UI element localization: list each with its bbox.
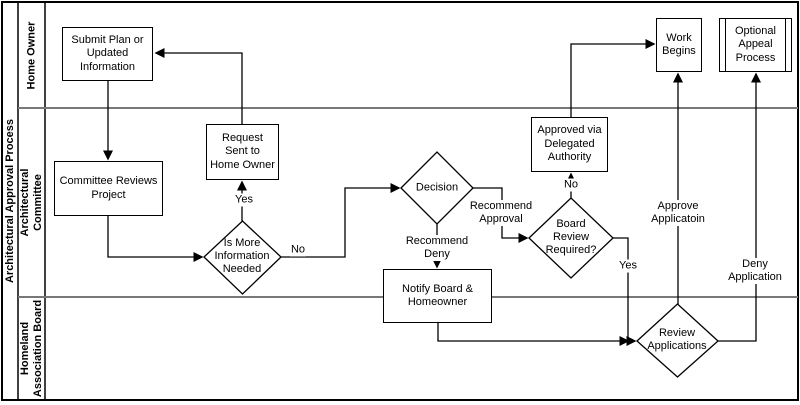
edge-review-deny-to-appeal (718, 72, 761, 342)
is-more-info-diamond (203, 220, 282, 295)
edge-approved-to-workbegins (570, 39, 656, 117)
review-applications-label: Review Applications (647, 326, 707, 352)
lane-label-homeland-board: Homeland Association Board (18, 297, 45, 400)
board-review-diamond (528, 197, 614, 279)
lane-label-text: Homeland Association Board (18, 299, 44, 398)
edge-label-recommend-approval: Recommend Approval (462, 200, 540, 226)
lane-label-architectural-committee: Architectural Committee (18, 108, 45, 297)
decision-label: Decision (415, 181, 459, 194)
is-more-info-label: Is More Information Needed (214, 237, 270, 276)
approved-delegated-box: Approved via Delegated Authority (531, 117, 608, 172)
edge-boardreview-yes-to-review (613, 237, 637, 346)
lane-label-text: Home Owner (25, 21, 38, 89)
edge-label-yes-more-info: Yes (234, 193, 254, 207)
edge-info-no-to-decision (280, 183, 401, 258)
pool-title-text: Architectural Approval Process (4, 118, 16, 284)
lane-label-text: Architectural Committee (18, 168, 44, 237)
decision-diamond (400, 151, 474, 225)
committee-reviews-box: Committee Reviews Project (54, 161, 163, 216)
optional-appeal-box: Optional Appeal Process (719, 18, 792, 72)
board-review-label: Board Review Required? (545, 218, 597, 257)
edge-label-yes-board-review: Yes (618, 259, 638, 273)
edge-notify-to-review (437, 323, 630, 346)
request-sent-box: Request Sent to Home Owner (206, 124, 279, 180)
edge-committee-to-info (107, 216, 204, 262)
pool-title: Architectural Approval Process (2, 2, 18, 400)
lane-label-home-owner: Home Owner (18, 2, 45, 108)
edge-request-to-submit (154, 48, 243, 124)
edge-label-deny-application: Deny Application (719, 258, 791, 284)
work-begins-box: Work Begins (656, 18, 702, 72)
optional-appeal-label: Optional Appeal Process (735, 24, 776, 64)
edge-label-approve-application: Approve Applicatoin (645, 200, 711, 226)
notify-board-box: Notify Board & Homeowner (383, 269, 492, 323)
predefined-process-right-bar (785, 19, 786, 71)
predefined-process-left-bar (725, 19, 726, 71)
review-applications-diamond (636, 303, 719, 378)
edge-label-no-more-info: No (289, 243, 307, 257)
submit-plan-box: Submit Plan or Updated Information (62, 27, 153, 81)
edge-label-no-board-review: No (562, 178, 580, 192)
edge-label-recommend-deny: Recommend Deny (397, 235, 477, 261)
